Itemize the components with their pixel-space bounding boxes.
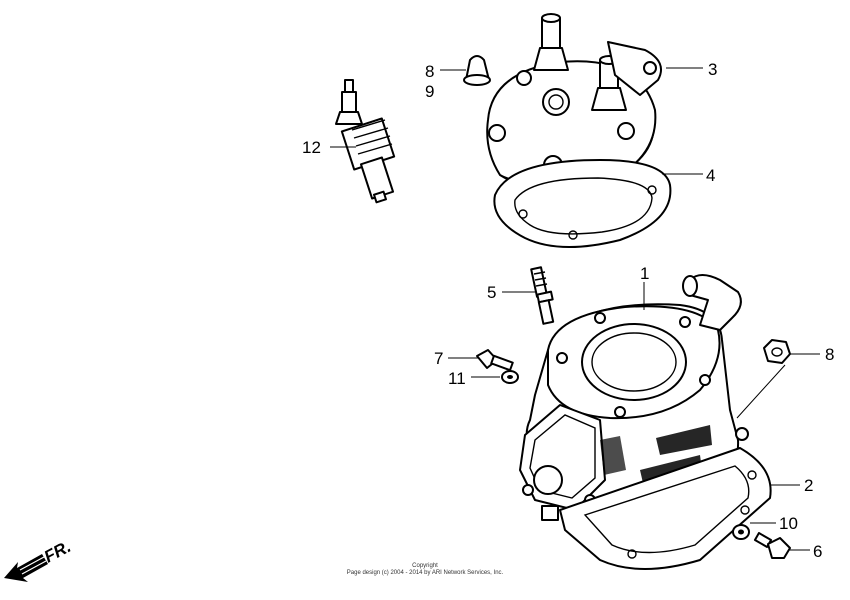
flange-nut[interactable] [763,339,791,364]
callout-3: 3 [708,60,717,79]
cap-nut[interactable] [463,55,491,86]
copyright-notice: Copyright Page design (c) 2004 - 2014 by… [0,563,850,577]
washer-11[interactable] [501,370,519,384]
leader-lines [330,67,820,551]
callout-8-lower: 8 [825,345,834,364]
callout-11: 11 [448,369,466,388]
callout-7: 7 [434,349,443,368]
callout-6: 6 [813,542,822,561]
flange-bolt-7[interactable] [476,349,514,372]
copyright-line-1: Copyright [412,563,438,569]
callout-1: 1 [640,264,649,283]
flange-bolt-6[interactable] [753,532,791,559]
callout-10: 10 [779,514,798,533]
callout-4: 4 [706,166,715,185]
washer-10[interactable] [732,524,750,540]
head-gasket[interactable] [493,159,672,248]
callout-8-upper: 8 [425,62,434,81]
spark-plug[interactable] [335,79,396,204]
cylinder-head[interactable] [486,13,662,192]
base-gasket[interactable] [559,447,772,570]
callout-12: 12 [302,138,321,157]
arrow-icon [4,554,48,582]
callout-9: 9 [425,82,434,101]
copyright-line-2: Page design (c) 2004 - 2014 by ARI Netwo… [346,570,504,576]
callout-5: 5 [487,283,496,302]
stud-bolt[interactable] [530,266,555,325]
callout-2: 2 [804,476,813,495]
